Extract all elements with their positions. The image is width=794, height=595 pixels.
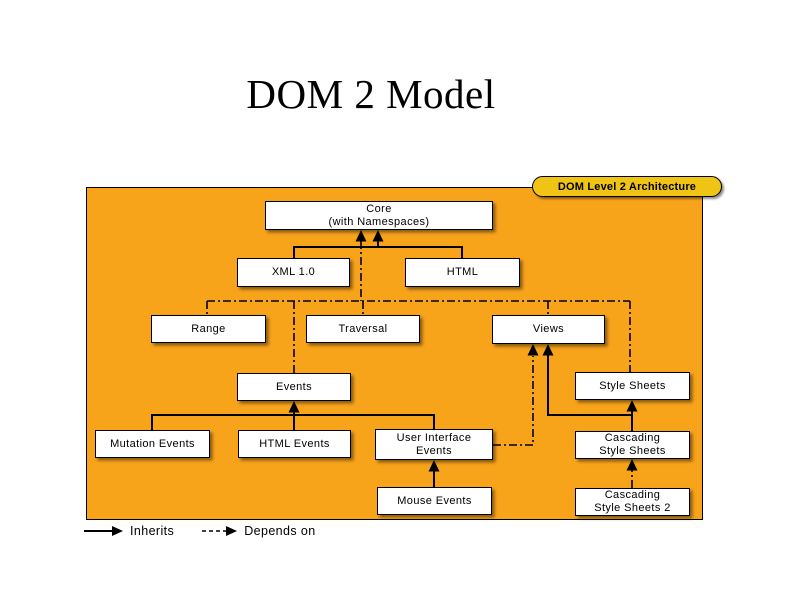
node-mutation-events: Mutation Events — [95, 430, 210, 458]
node-views: Views — [492, 315, 605, 344]
node-html-events: HTML Events — [238, 430, 351, 458]
node-traversal-label: Traversal — [338, 322, 388, 335]
node-cascading-style-sheets-sublabel: Style Sheets — [599, 445, 666, 457]
slide-title: DOM 2 Model — [246, 71, 496, 117]
legend: Inherits Depends on — [84, 523, 316, 539]
node-core: Core (with Namespaces) — [265, 201, 493, 230]
legend-inherits-label: Inherits — [130, 524, 175, 538]
node-mouse-events: Mouse Events — [377, 487, 492, 515]
diagram-panel — [86, 187, 703, 520]
node-core-label: Core — [366, 202, 392, 215]
node-xml-label: XML 1.0 — [271, 266, 316, 278]
node-style-sheets-label: Style Sheets — [599, 379, 666, 392]
node-range-label: Range — [191, 322, 226, 335]
node-events-label: Events — [275, 380, 313, 393]
depends-arrow-icon — [202, 526, 238, 536]
node-cascading-style-sheets-label: Cascading — [604, 432, 661, 444]
legend-depends-label: Depends on — [244, 524, 316, 538]
node-html-events-label: HTML Events — [259, 437, 330, 450]
node-range: Range — [151, 315, 266, 343]
node-user-interface-events: User Interface Events — [375, 429, 493, 460]
node-user-interface-events-label: User Interface — [396, 431, 472, 444]
node-html-label: HTML — [446, 266, 479, 278]
node-mouse-events-label: Mouse Events — [397, 494, 472, 507]
node-xml: XML 1.0 — [237, 258, 350, 287]
node-events: Events — [237, 373, 351, 401]
diagram-badge-label: DOM Level 2 Architecture — [557, 180, 697, 193]
node-style-sheets: Style Sheets — [575, 372, 690, 400]
node-user-interface-events-sublabel: Events — [415, 444, 453, 457]
node-html: HTML — [405, 258, 520, 287]
inherits-arrow-icon — [84, 526, 123, 536]
node-traversal: Traversal — [306, 315, 420, 343]
diagram-badge: DOM Level 2 Architecture — [532, 176, 722, 197]
node-views-label: Views — [532, 323, 565, 335]
node-cascading-style-sheets-2: Cascading Style Sheets 2 — [575, 488, 690, 516]
node-core-sublabel: (with Namespaces) — [328, 215, 430, 228]
node-mutation-events-label: Mutation Events — [110, 437, 195, 450]
node-cascading-style-sheets: Cascading Style Sheets — [575, 431, 690, 459]
node-cascading-style-sheets-2-label: Cascading — [604, 489, 661, 501]
node-cascading-style-sheets-2-sublabel: Style Sheets 2 — [594, 502, 671, 514]
